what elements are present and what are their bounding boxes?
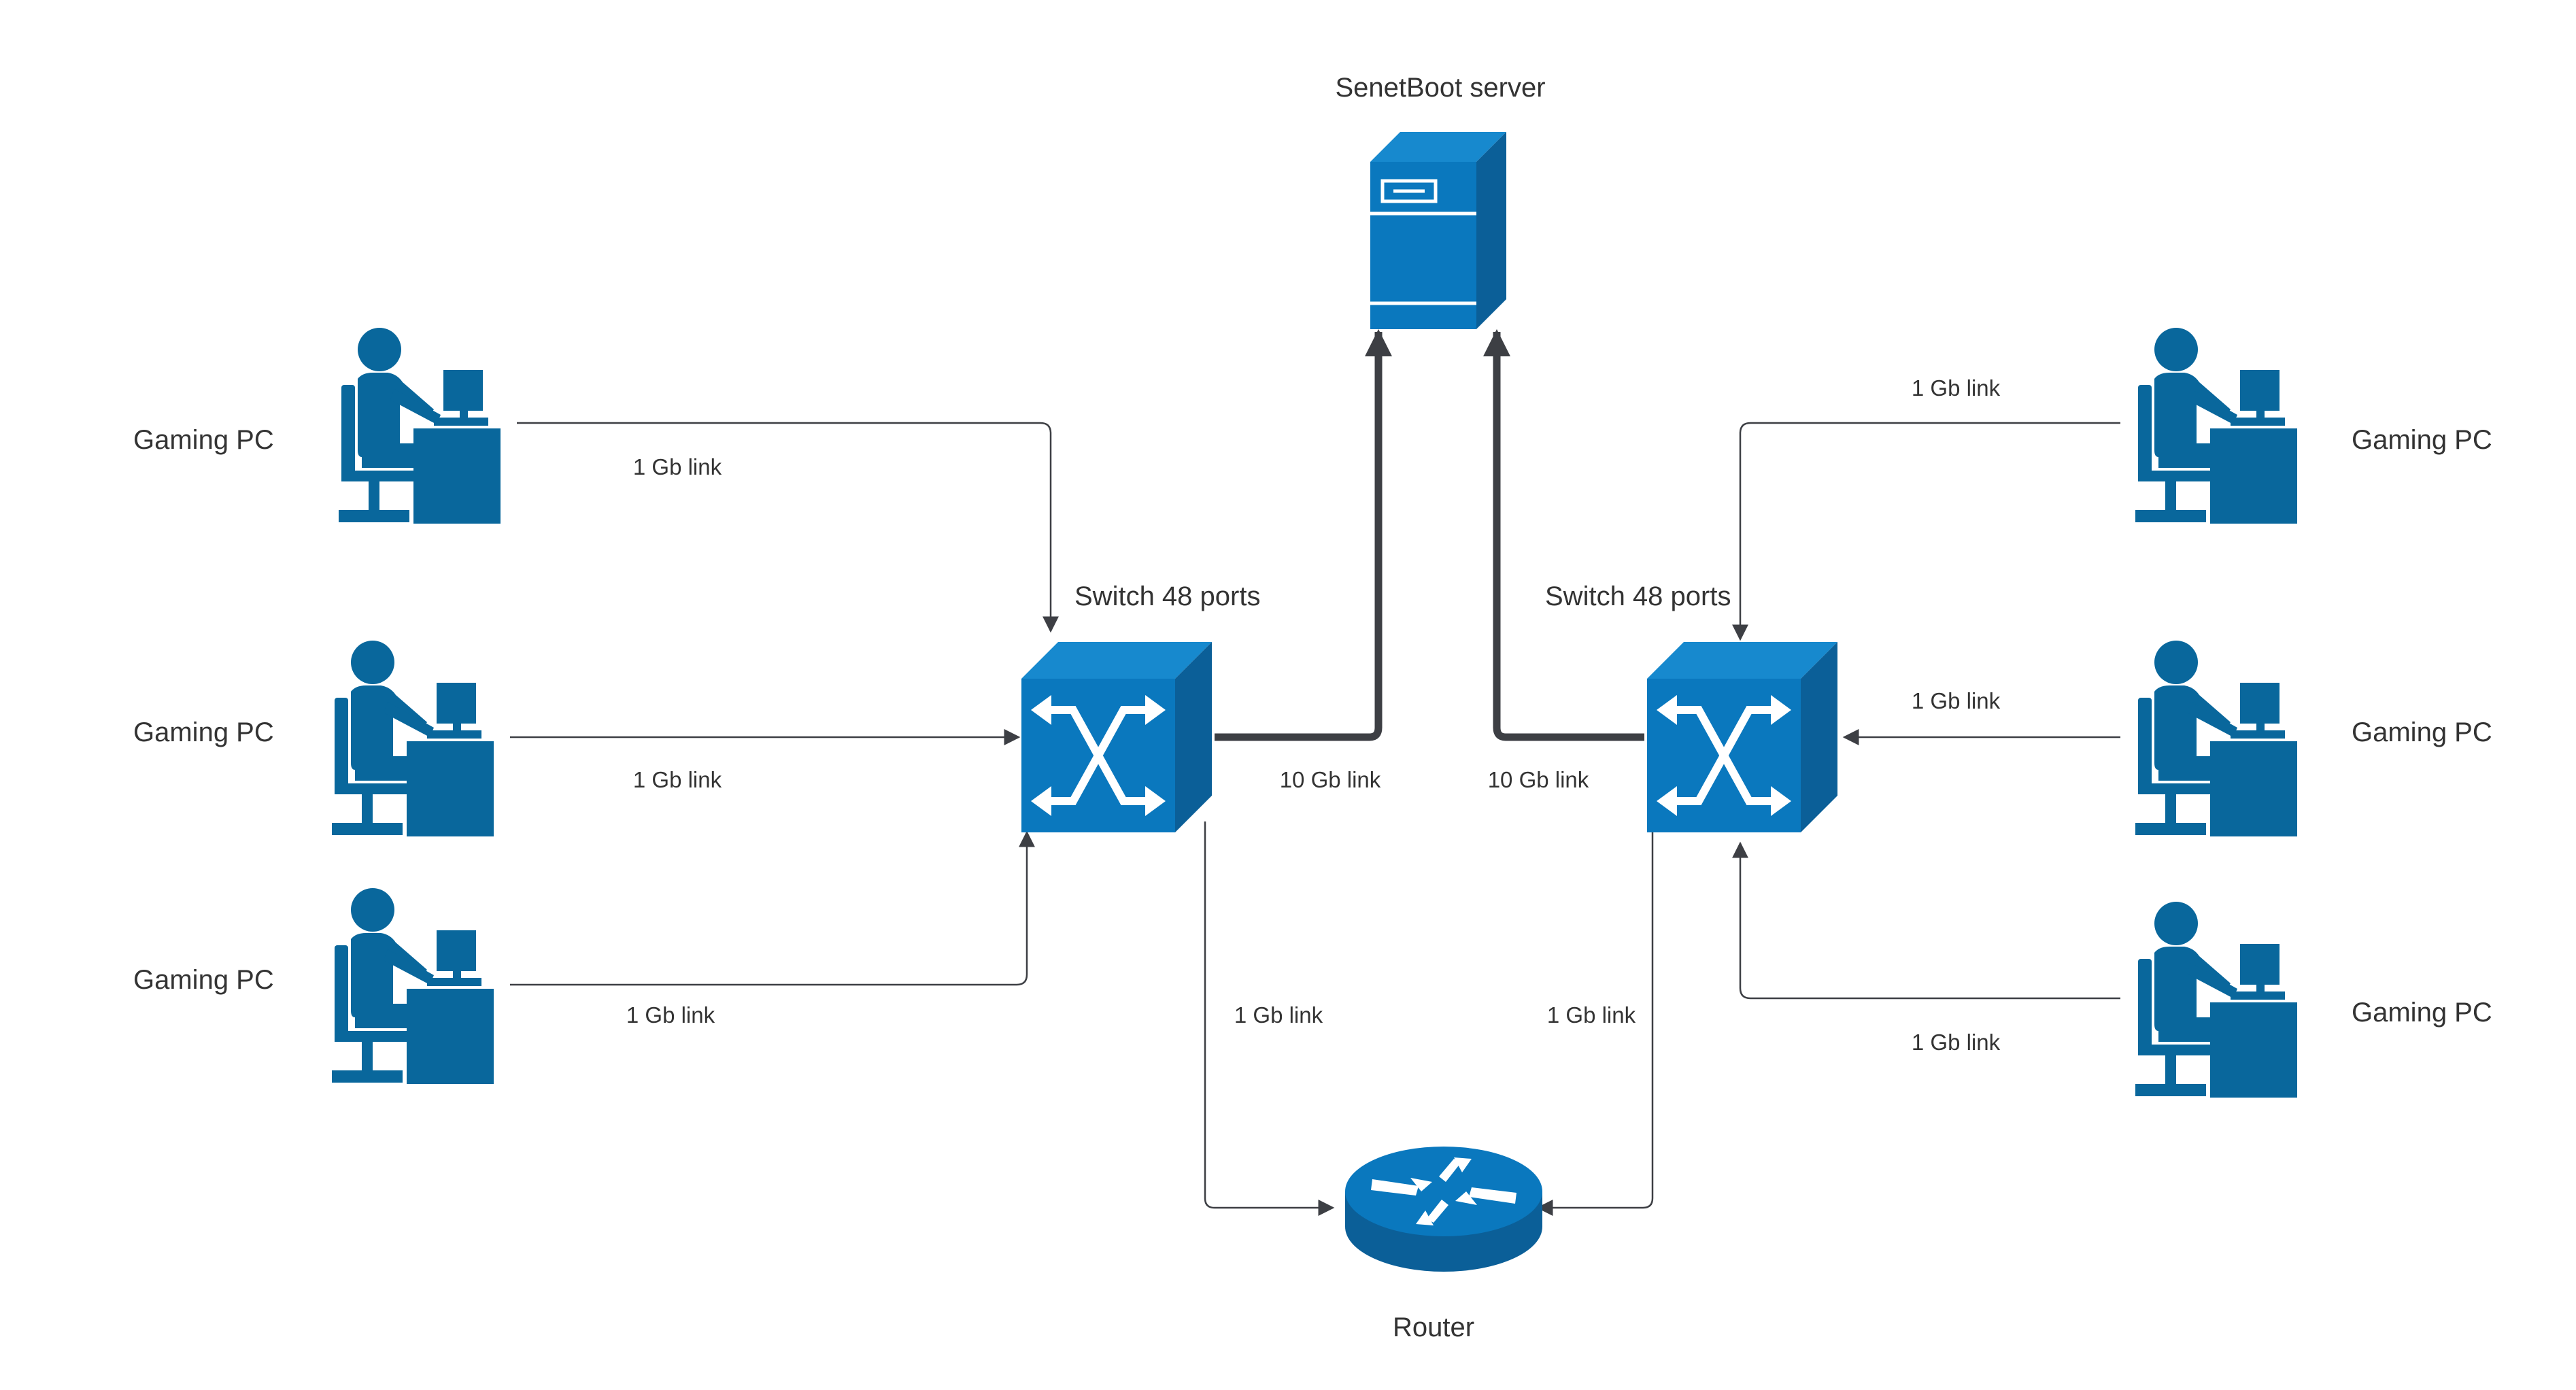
connections — [510, 329, 2120, 1216]
link-label-pc3: 1 Gb link — [626, 1002, 715, 1028]
pc-icon-left-3[interactable] — [332, 888, 494, 1084]
link-pc3-switch-left — [510, 830, 1035, 986]
switch-right-label: Switch 48 ports — [1545, 581, 1731, 611]
pc-label-left-3: Gaming PC — [133, 965, 274, 995]
link-pc1-switch-left — [517, 422, 1059, 633]
link-pc4-switch-right — [1732, 422, 2120, 641]
router-label: Router — [1393, 1312, 1474, 1342]
link-switch-right-router — [1536, 821, 1654, 1216]
link-label-switch-left-server: 10 Gb link — [1280, 767, 1381, 792]
link-switch-left-router — [1204, 821, 1335, 1216]
switch-left-icon[interactable] — [1021, 642, 1212, 832]
router-icon[interactable] — [1345, 1147, 1542, 1272]
pc-icon-right-3[interactable] — [2135, 902, 2297, 1098]
pc-label-left-1: Gaming PC — [133, 425, 274, 455]
devices — [332, 132, 2297, 1272]
pc-label-left-2: Gaming PC — [133, 717, 274, 747]
link-label-switch-right-server: 10 Gb link — [1488, 767, 1589, 792]
link-label-switch-right-router: 1 Gb link — [1547, 1002, 1636, 1028]
link-switch-left-server — [1215, 329, 1392, 741]
server-icon[interactable] — [1370, 132, 1506, 329]
pc-icon-right-1[interactable] — [2135, 328, 2297, 524]
pc-icon-left-2[interactable] — [332, 641, 494, 836]
link-labels: 1 Gb link 1 Gb link 1 Gb link 1 Gb link … — [626, 375, 2001, 1055]
pc-label-right-2: Gaming PC — [2352, 717, 2492, 747]
link-label-pc4: 1 Gb link — [1912, 375, 2001, 401]
link-label-switch-left-router: 1 Gb link — [1234, 1002, 1323, 1028]
link-label-pc1: 1 Gb link — [633, 454, 722, 479]
switch-left-label: Switch 48 ports — [1074, 581, 1260, 611]
link-label-pc6: 1 Gb link — [1912, 1030, 2001, 1055]
pc-icon-left-1[interactable] — [339, 328, 501, 524]
node-labels: SenetBoot server Switch 48 ports Switch … — [133, 73, 2492, 1342]
link-label-pc2: 1 Gb link — [633, 767, 722, 792]
server-label: SenetBoot server — [1335, 73, 1545, 103]
link-pc6-switch-right — [1732, 841, 2120, 1000]
pc-icon-right-2[interactable] — [2135, 641, 2297, 836]
pc-label-right-1: Gaming PC — [2352, 425, 2492, 455]
switch-right-icon[interactable] — [1647, 642, 1837, 832]
link-label-pc5: 1 Gb link — [1912, 688, 2001, 713]
pc-label-right-3: Gaming PC — [2352, 998, 2492, 1028]
link-switch-right-server — [1483, 329, 1644, 741]
